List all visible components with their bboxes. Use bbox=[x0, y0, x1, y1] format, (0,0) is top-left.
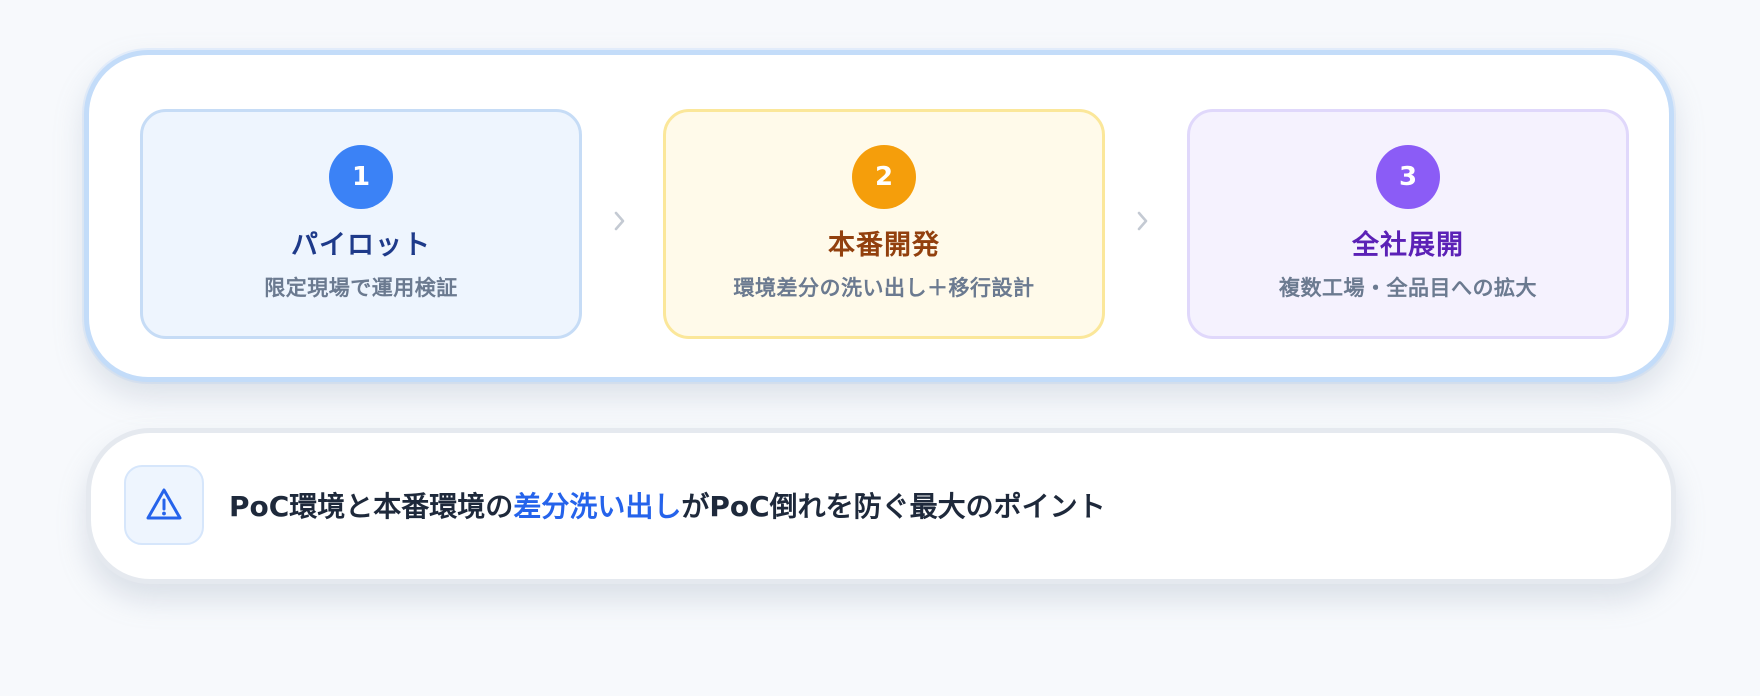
key-point-card: PoC環境と本番環境の差分洗い出しがPoC倒れを防ぐ最大のポイント bbox=[86, 428, 1676, 584]
step-description: 複数工場・全品目への拡大 bbox=[1279, 276, 1537, 300]
step-pilot: 1 パイロット 限定現場で運用検証 bbox=[140, 109, 582, 339]
key-point-highlight: 差分洗い出し bbox=[513, 490, 682, 523]
step-number-badge: 2 bbox=[852, 145, 916, 209]
step-company-rollout: 3 全社展開 複数工場・全品目への拡大 bbox=[1187, 109, 1629, 339]
step-description: 環境差分の洗い出し＋移行設計 bbox=[733, 276, 1035, 300]
chevron-right-icon bbox=[614, 211, 625, 231]
key-point-text-before: PoC環境と本番環境の bbox=[229, 490, 514, 523]
step-production-development: 2 本番開発 環境差分の洗い出し＋移行設計 bbox=[663, 109, 1105, 339]
step-title: 全社展開 bbox=[1352, 230, 1464, 261]
key-point-text-after: がPoC倒れを防ぐ最大のポイント bbox=[681, 490, 1106, 523]
warning-icon bbox=[146, 488, 182, 520]
step-number-badge: 3 bbox=[1376, 145, 1440, 209]
rollout-stages-card: 1 パイロット 限定現場で運用検証 2 本番開発 環境差分の洗い出し＋移行設計 … bbox=[84, 50, 1674, 382]
step-title: 本番開発 bbox=[828, 230, 940, 261]
key-point-text: PoC環境と本番環境の差分洗い出しがPoC倒れを防ぐ最大のポイント bbox=[229, 485, 1106, 525]
step-title: パイロット bbox=[291, 230, 431, 261]
step-description: 限定現場で運用検証 bbox=[264, 276, 458, 300]
chevron-right-icon bbox=[1137, 211, 1148, 231]
warning-icon-box bbox=[124, 465, 204, 545]
step-number-badge: 1 bbox=[329, 145, 393, 209]
